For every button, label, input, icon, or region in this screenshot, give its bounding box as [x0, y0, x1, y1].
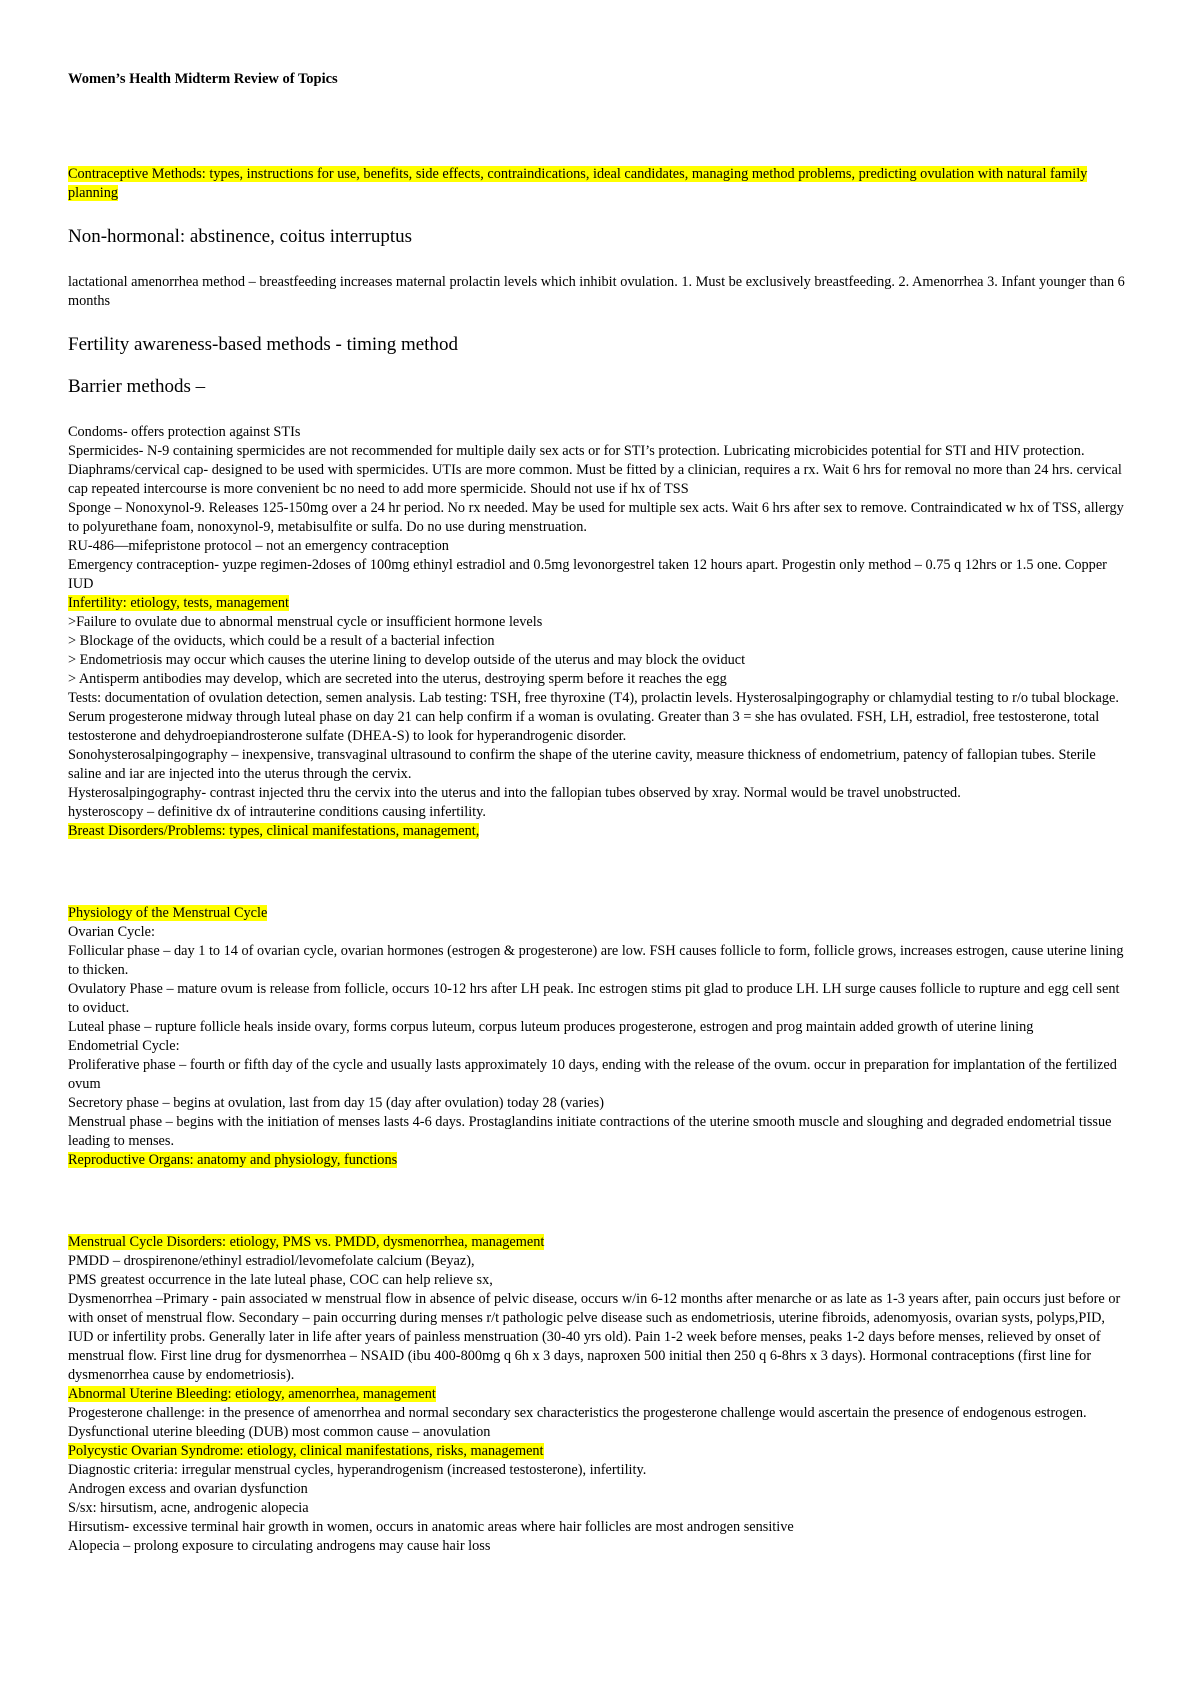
text-line: Tests: documentation of ovulation detect…: [68, 690, 1119, 744]
highlight: Menstrual Cycle Disorders: etiology, PMS…: [68, 1234, 545, 1250]
text-line: Androgen excess and ovarian dysfunction: [68, 1481, 308, 1497]
section-menstrual-physiology: Physiology of the Menstrual Cycle Ovaria…: [68, 904, 1126, 1170]
text-line: Menstrual phase – begins with the initia…: [68, 1114, 1112, 1149]
text-line: Secretory phase – begins at ovulation, l…: [68, 1095, 604, 1111]
highlight: Physiology of the Menstrual Cycle: [68, 905, 268, 921]
text-line: >Failure to ovulate due to abnormal mens…: [68, 614, 543, 630]
document-title: Women’s Health Midterm Review of Topics: [68, 71, 338, 87]
paragraph-lam: lactational amenorrhea method – breastfe…: [68, 274, 1125, 309]
text-line: Condoms- offers protection against STIs: [68, 424, 301, 440]
text-line: > Endometriosis may occur which causes t…: [68, 652, 746, 668]
text-line: Sonohysterosalpingography – inexpensive,…: [68, 747, 1096, 782]
text-line: Ovulatory Phase – mature ovum is release…: [68, 981, 1120, 1016]
text-line: Diagnostic criteria: irregular menstrual…: [68, 1462, 647, 1478]
text-line: Diaphrams/cervical cap- designed to be u…: [68, 462, 1122, 497]
text-line: Progesterone challenge: in the presence …: [68, 1405, 1087, 1421]
text-line: > Blockage of the oviducts, which could …: [68, 633, 495, 649]
text-line: > Antisperm antibodies may develop, whic…: [68, 671, 727, 687]
text-line: Hysterosalpingography- contrast injected…: [68, 785, 961, 801]
topic-menstrual-physiology: Physiology of the Menstrual Cycle: [68, 904, 1126, 923]
heading-non-hormonal: Non-hormonal: abstinence, coitus interru…: [68, 226, 413, 247]
text-line: Proliferative phase – fourth or fifth da…: [68, 1057, 1117, 1092]
text-line: PMDD – drospirenone/ethinyl estradiol/le…: [68, 1253, 475, 1269]
text-line: Hirsutism- excessive terminal hair growt…: [68, 1519, 794, 1535]
topic-pcos: Polycystic Ovarian Syndrome: etiology, c…: [68, 1442, 1126, 1461]
topic-breast-disorders: Breast Disorders/Problems: types, clinic…: [68, 822, 1126, 841]
text-line: PMS greatest occurrence in the late lute…: [68, 1272, 493, 1288]
heading-barrier-methods: Barrier methods –: [68, 376, 206, 397]
highlight: Reproductive Organs: anatomy and physiol…: [68, 1152, 398, 1168]
text-line: Dysfunctional uterine bleeding (DUB) mos…: [68, 1424, 491, 1440]
text-line: Follicular phase – day 1 to 14 of ovaria…: [68, 943, 1124, 978]
text-line: Endometrial Cycle:: [68, 1038, 180, 1054]
topic-abnormal-uterine-bleeding: Abnormal Uterine Bleeding: etiology, ame…: [68, 1385, 1126, 1404]
topic-menstrual-disorders: Menstrual Cycle Disorders: etiology, PMS…: [68, 1233, 1126, 1252]
text-line: S/sx: hirsutism, acne, androgenic alopec…: [68, 1500, 309, 1516]
text-line: Luteal phase – rupture follicle heals in…: [68, 1019, 1034, 1035]
topic-reproductive-organs: Reproductive Organs: anatomy and physiol…: [68, 1151, 1126, 1170]
text-line: Emergency contraception- yuzpe regimen-2…: [68, 557, 1107, 592]
text-line: Ovarian Cycle:: [68, 924, 155, 940]
blank-space: [68, 841, 1126, 904]
text-line: Dysmenorrhea –Primary - pain associated …: [68, 1291, 1121, 1383]
highlight: Contraceptive Methods: types, instructio…: [68, 166, 1088, 201]
contraceptive-lines: Condoms- offers protection against STIs …: [68, 423, 1126, 594]
document-page: Women’s Health Midterm Review of Topics …: [68, 62, 1126, 1556]
heading-fertility-awareness: Fertility awareness-based methods - timi…: [68, 334, 458, 355]
highlight: Breast Disorders/Problems: types, clinic…: [68, 823, 480, 839]
section-infertility: Infertility: etiology, tests, management…: [68, 594, 1126, 841]
highlight: Polycystic Ovarian Syndrome: etiology, c…: [68, 1443, 544, 1459]
highlight: Abnormal Uterine Bleeding: etiology, ame…: [68, 1386, 436, 1402]
section-menstrual-disorders: Menstrual Cycle Disorders: etiology, PMS…: [68, 1233, 1126, 1556]
text-line: RU-486—mifepristone protocol – not an em…: [68, 538, 449, 554]
highlight: Infertility: etiology, tests, management: [68, 595, 290, 611]
text-line: hysteroscopy – definitive dx of intraute…: [68, 804, 486, 820]
blank-space: [68, 1170, 1126, 1233]
text-line: Alopecia – prolong exposure to circulati…: [68, 1538, 491, 1554]
text-line: Sponge – Nonoxynol-9. Releases 125-150mg…: [68, 500, 1124, 535]
topic-contraceptive-methods: Contraceptive Methods: types, instructio…: [68, 165, 1126, 203]
text-line: Spermicides- N-9 containing spermicides …: [68, 443, 1085, 459]
topic-infertility: Infertility: etiology, tests, management: [68, 594, 1126, 613]
